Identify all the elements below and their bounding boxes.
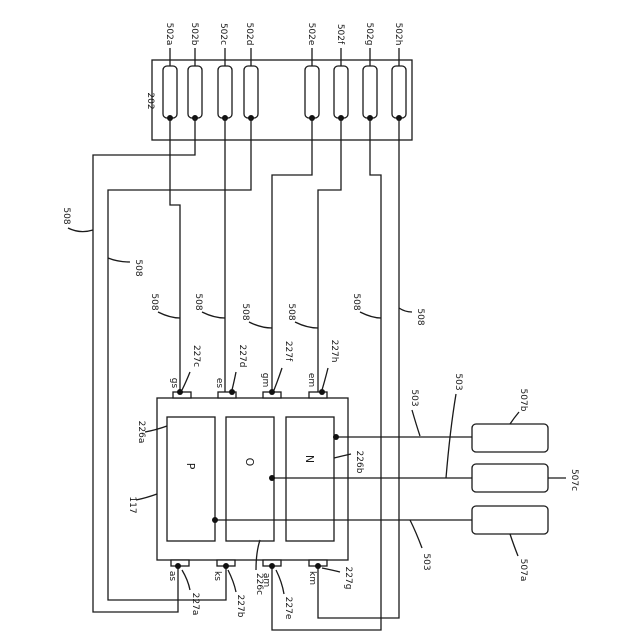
switch-502g [363, 66, 377, 121]
code-227e: 227e [283, 597, 293, 620]
switch-502h [392, 66, 406, 121]
wire-leader-508-8 [399, 308, 412, 312]
block-226b-label: 226b [354, 451, 364, 474]
code-227a: 227a [190, 593, 200, 616]
node-p [212, 517, 218, 523]
terminal-ks-label: ks [212, 571, 222, 581]
block-o [226, 417, 274, 541]
switch-label-502a: 502a [164, 23, 174, 46]
switch-502c [218, 66, 232, 121]
wire-leader-508-6 [295, 322, 318, 328]
load-507b-leader [510, 412, 519, 424]
wire-label-508-4: 508 [193, 293, 203, 310]
terminal-gm [263, 389, 281, 398]
code-227b: 227b [235, 595, 245, 618]
unit-117-leader [136, 494, 157, 500]
terminal-gs [173, 389, 191, 398]
wire-label-508-7: 508 [351, 293, 361, 310]
block-226a-label: 226a [136, 421, 146, 444]
terminal-em-label: em [306, 373, 316, 387]
wire-label-508-3: 508 [149, 293, 159, 310]
terminal-km [309, 560, 327, 569]
switch-label-502b: 502b [189, 23, 199, 46]
terminal-am [263, 560, 281, 569]
code-227c: 227c [191, 345, 201, 367]
switch-502d [244, 66, 258, 121]
terminal-gm-label: gm [260, 373, 270, 387]
load-507b-label: 507b [518, 389, 528, 412]
wire-label-508-6: 508 [286, 303, 296, 320]
switch-label-502d: 502d [244, 23, 254, 46]
terminal-as [171, 560, 189, 569]
terminal-km-label: km [307, 571, 317, 585]
block-p-label: P [184, 463, 197, 470]
node-n [333, 434, 339, 440]
terminal-am-label: am [261, 573, 271, 587]
block-p [167, 417, 215, 541]
wire-label-508-2: 508 [133, 259, 143, 276]
switch-label-502f: 502f [335, 24, 345, 45]
wire-leader-508-5 [249, 322, 272, 328]
line-503-label-1: 503 [409, 389, 419, 406]
switch-502e [305, 66, 319, 121]
wire-leader-508-4 [202, 312, 225, 318]
wire-leader-508-1 [68, 228, 93, 232]
terminal-gs-label: gs [169, 378, 179, 389]
code-227h: 227h [329, 340, 339, 363]
switch-label-502g: 502g [364, 23, 374, 46]
block-n [286, 417, 334, 541]
terminal-as-label: as [167, 571, 177, 582]
load-507a-leader [510, 534, 518, 556]
block-n-label: N [303, 455, 316, 463]
line-503-label-2: 503 [453, 373, 463, 390]
switch-label-502e: 502e [306, 23, 316, 46]
wire-leader-508-7 [360, 312, 381, 318]
switch-502b [188, 66, 202, 121]
code-227d: 227d [237, 345, 247, 368]
block-o-label: O [243, 458, 256, 467]
unit-117-label: 117 [127, 496, 137, 513]
wire-leader-508-2 [108, 258, 130, 262]
switch-label-502c: 502c [218, 23, 228, 45]
switch-label-502h: 502h [393, 23, 403, 46]
load-507b [472, 424, 548, 452]
wire-leader-508-3 [158, 312, 180, 318]
line-503-leader-2 [446, 394, 456, 478]
terminal-es-label: es [214, 378, 224, 389]
line-503-leader-3 [410, 520, 422, 548]
load-507c-label: 507c [569, 469, 579, 491]
wire-label-508-8: 508 [415, 308, 425, 325]
switch-502a [163, 66, 177, 121]
load-507c [472, 464, 548, 492]
code-227g: 227g [343, 567, 353, 590]
code-227f: 227f [283, 341, 293, 362]
switch-502f [334, 66, 348, 121]
node-o [269, 475, 275, 481]
load-507a [472, 506, 548, 534]
line-503-leader-1 [412, 410, 420, 436]
wire-label-508-1: 508 [61, 207, 71, 224]
load-507a-label: 507a [518, 559, 528, 582]
unit-202-label: 202 [145, 92, 155, 109]
terminal-ks [217, 560, 235, 569]
wire-label-508-5: 508 [240, 303, 250, 320]
terminal-es [218, 389, 236, 398]
line-503-label-3: 503 [421, 553, 431, 570]
